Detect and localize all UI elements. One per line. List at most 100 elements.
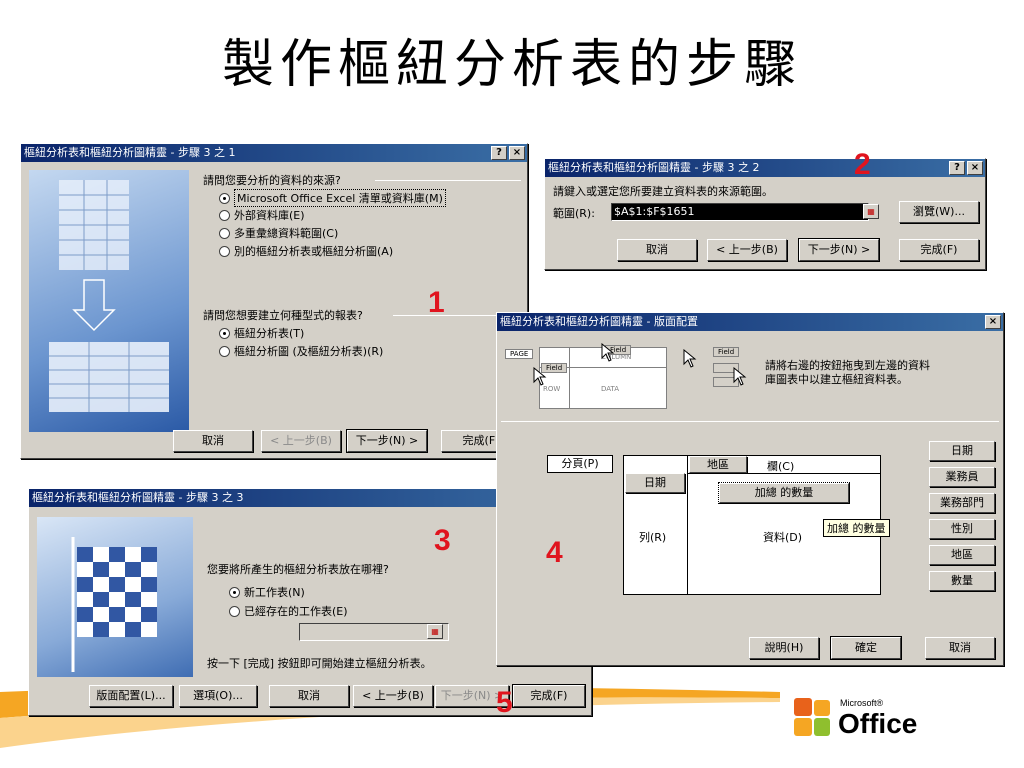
mini-divider — [569, 347, 570, 409]
column-area-label: 欄(C) — [767, 460, 795, 473]
report-type-question: 請問您想要建立何種型式的報表? — [203, 309, 363, 322]
source-option-excel[interactable]: Microsoft Office Excel 清單或資料庫(M) — [219, 189, 446, 207]
wizard-illustration — [29, 170, 189, 432]
close-icon[interactable]: × — [985, 315, 1001, 329]
help-button[interactable]: 說明(H) — [749, 637, 819, 659]
wizard-step1-dialog: 樞紐分析表和樞紐分析圖精靈 - 步驟 3 之 1 ?× 請問您要分析的資料的來源… — [20, 143, 528, 459]
cancel-button[interactable]: 取消 — [269, 685, 349, 707]
field-button-region[interactable]: 地區 — [929, 545, 995, 565]
cancel-button[interactable]: 取消 — [617, 239, 697, 261]
source-option-external[interactable]: 外部資料庫(E) — [219, 207, 305, 223]
mini-field-button: Field — [541, 363, 568, 373]
checkerboard-flag-illustration — [71, 537, 157, 672]
wizard-step2-dialog: 樞紐分析表和樞紐分析圖精靈 - 步驟 3 之 2 ?× 請鍵入或選定您所要建立資… — [544, 158, 986, 270]
cursor-arrow-icon — [683, 349, 697, 368]
radio-icon — [219, 227, 230, 239]
column-field-region[interactable]: 地區 — [689, 456, 747, 473]
close-icon[interactable]: × — [509, 146, 525, 160]
field-button-salesperson[interactable]: 業務員 — [929, 467, 995, 487]
dialog-titlebar: 樞紐分析表和樞紐分析圖精靈 - 步驟 3 之 2 ?× — [545, 159, 985, 177]
source-option-pivot[interactable]: 別的樞紐分析表或樞紐分析圖(A) — [219, 243, 393, 259]
layout-button[interactable]: 版面配置(L)... — [89, 685, 173, 707]
option-label: 別的樞紐分析表或樞紐分析圖(A) — [234, 245, 394, 258]
help-icon[interactable]: ? — [949, 161, 965, 175]
dialog-title: 樞紐分析表和樞紐分析圖精靈 - 步驟 3 之 3 — [32, 491, 244, 504]
row-field-date[interactable]: 日期 — [625, 473, 685, 493]
ok-button[interactable]: 確定 — [830, 636, 902, 660]
layout-instruction-line1: 請將右邊的按鈕拖曳到左邊的資料 — [765, 359, 930, 372]
range-input[interactable]: $A$1:$F$1651 — [611, 203, 869, 221]
cursor-arrow-icon — [533, 367, 547, 386]
mini-field-button — [713, 363, 739, 373]
field-tooltip: 加總 的數量 — [823, 519, 890, 537]
field-button-department[interactable]: 業務部門 — [929, 493, 995, 513]
next-button[interactable]: 下一步(N) > — [435, 685, 509, 707]
cursor-arrow-icon — [601, 343, 615, 362]
browse-button[interactable]: 瀏覽(W)... — [899, 201, 979, 223]
mini-layout-illustration: PAGE COLUMN ROW DATA Field Field Field — [505, 343, 747, 413]
help-icon[interactable]: ? — [491, 146, 507, 160]
next-button[interactable]: 下一步(N) > — [346, 429, 428, 453]
existing-sheet-input[interactable] — [299, 623, 449, 641]
step-number-5: 5 — [496, 686, 513, 719]
field-button-quantity[interactable]: 數量 — [929, 571, 995, 591]
mini-column-label: COLUMN — [601, 353, 632, 361]
divider — [375, 180, 521, 181]
spreadsheet-illustration — [49, 180, 169, 412]
collapse-dialog-icon[interactable]: ▦ — [427, 624, 443, 639]
next-button[interactable]: 下一步(N) > — [798, 238, 880, 262]
close-icon[interactable]: × — [967, 161, 983, 175]
source-option-consolidation[interactable]: 多重彙總資料範圍(C) — [219, 225, 338, 241]
finish-button[interactable]: 完成(F) — [512, 684, 586, 708]
placement-question: 您要將所產生的樞紐分析表放在哪裡? — [207, 563, 389, 576]
placement-option-new-sheet[interactable]: 新工作表(N) — [229, 584, 305, 600]
office-logo: Microsoft® Office — [792, 690, 932, 750]
mini-data-label: DATA — [601, 385, 620, 393]
dialog-titlebar: 樞紐分析表和樞紐分析圖精靈 - 版面配置 × — [497, 313, 1003, 331]
dialog-title: 樞紐分析表和樞紐分析圖精靈 - 步驟 3 之 1 — [24, 146, 236, 159]
radio-icon — [219, 345, 230, 357]
data-field-sum-quantity[interactable]: 加總 的數量 — [718, 482, 850, 504]
range-label: 範圍(R): — [553, 207, 595, 220]
finish-hint: 按一下 [完成] 按鈕即可開始建立樞紐分析表。 — [207, 657, 432, 670]
placement-option-existing-sheet[interactable]: 已經存在的工作表(E) — [229, 603, 348, 619]
radio-icon — [219, 245, 230, 257]
step-number-3: 3 — [434, 524, 451, 557]
divider — [393, 315, 521, 316]
source-question: 請問您要分析的資料的來源? — [203, 174, 341, 187]
option-label: 新工作表(N) — [244, 586, 305, 599]
collapse-dialog-icon[interactable]: ▦ — [863, 204, 879, 219]
mini-row-label: ROW — [543, 385, 561, 393]
step-number-4: 4 — [546, 536, 563, 569]
field-button-date[interactable]: 日期 — [929, 441, 995, 461]
grid-divider — [687, 455, 688, 595]
cancel-button[interactable]: 取消 — [925, 637, 995, 659]
page-drop-area[interactable]: 分頁(P) — [547, 455, 613, 473]
step-number-2: 2 — [854, 148, 871, 181]
dialog-title: 樞紐分析表和樞紐分析圖精靈 - 步驟 3 之 2 — [548, 161, 760, 174]
report-option-pivotchart[interactable]: 樞紐分析圖 (及樞紐分析表)(R) — [219, 343, 383, 359]
field-button-gender[interactable]: 性別 — [929, 519, 995, 539]
finish-button[interactable]: 完成(F) — [899, 239, 979, 261]
slide-title: 製作樞紐分析表的步驟 — [221, 35, 802, 95]
wizard-illustration — [37, 517, 193, 677]
back-button[interactable]: < 上一步(B) — [261, 430, 341, 452]
back-button[interactable]: < 上一步(B) — [353, 685, 433, 707]
office-logo-text: Office — [838, 708, 918, 739]
back-button[interactable]: < 上一步(B) — [707, 239, 787, 261]
step-number-1: 1 — [428, 286, 445, 319]
option-label: Microsoft Office Excel 清單或資料庫(M) — [234, 189, 446, 207]
report-option-pivottable[interactable]: 樞紐分析表(T) — [219, 325, 304, 341]
option-label: 已經存在的工作表(E) — [244, 605, 348, 618]
office-logo-icon — [794, 698, 830, 736]
grid-divider — [687, 473, 881, 474]
option-label: 樞紐分析表(T) — [234, 327, 305, 340]
radio-icon — [229, 605, 240, 617]
cancel-button[interactable]: 取消 — [173, 430, 253, 452]
data-area-label: 資料(D) — [763, 531, 803, 544]
radio-icon — [229, 586, 240, 598]
row-area-label: 列(R) — [639, 531, 667, 544]
option-label: 外部資料庫(E) — [234, 209, 305, 222]
mini-divider — [539, 367, 667, 368]
options-button[interactable]: 選項(O)... — [179, 685, 257, 707]
